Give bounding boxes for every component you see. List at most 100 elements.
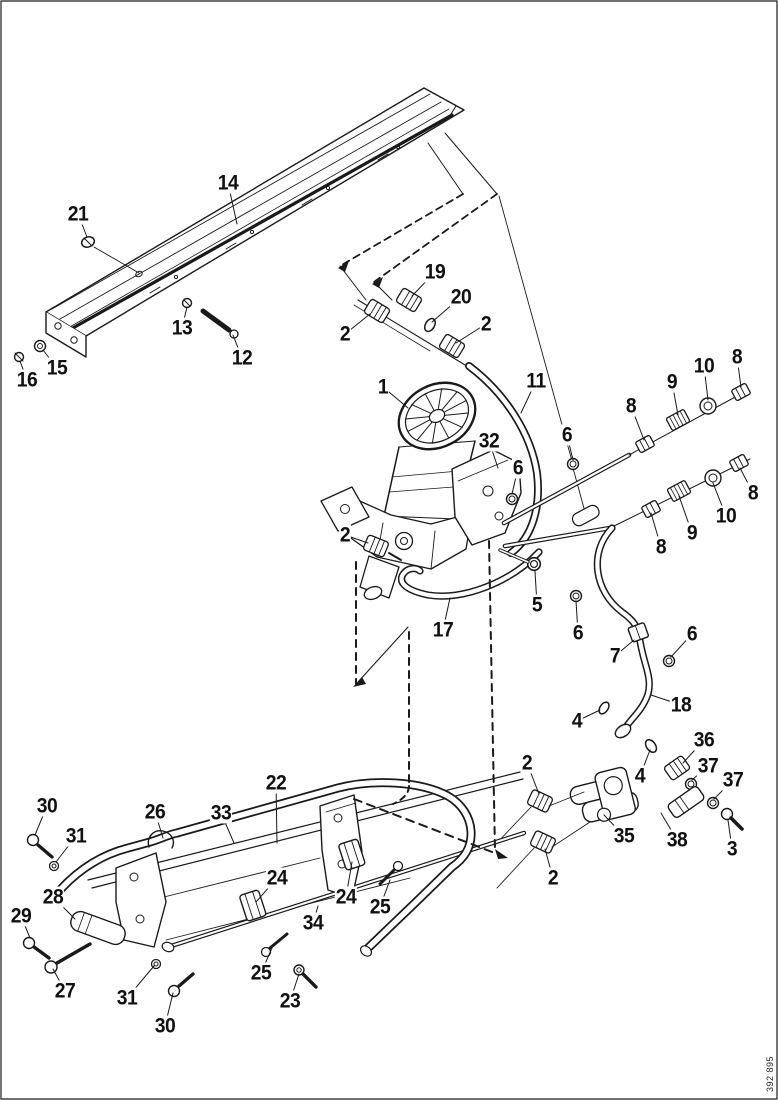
callout-27-47: 27: [53, 979, 77, 1003]
callout-33-42: 33: [209, 801, 233, 825]
callout-2-9: 2: [479, 312, 493, 336]
callout-13-2: 13: [170, 316, 194, 340]
callout-38-36: 38: [665, 828, 689, 852]
fitting-2-upper-right: [437, 332, 467, 360]
nut-37-b: [706, 796, 720, 810]
callout-29-46: 29: [9, 904, 33, 928]
callout-26-41: 26: [143, 800, 167, 824]
hose-11: [465, 362, 542, 557]
callout-2-6: 2: [338, 322, 352, 346]
callout-24-50: 24: [265, 866, 289, 890]
callout-8-22: 8: [746, 481, 760, 505]
callout-9-16: 9: [665, 370, 679, 394]
callout-30-49: 30: [153, 1014, 177, 1038]
callout-20-8: 20: [449, 285, 473, 309]
callout-28-45: 28: [41, 885, 65, 909]
washer-15: [33, 339, 47, 353]
callout-34-52: 34: [301, 911, 325, 935]
callout-23-55: 23: [278, 989, 302, 1013]
rod-12: [200, 308, 239, 339]
valve-block-assembly: [494, 754, 744, 889]
callout-3-37: 3: [725, 837, 739, 861]
callout-31-48: 31: [115, 986, 139, 1010]
callout-22-40: 22: [264, 771, 288, 795]
callout-10-17: 10: [692, 354, 716, 378]
callout-25-54: 25: [368, 895, 392, 919]
projection-lines: [353, 540, 508, 859]
plug-21: [80, 236, 140, 274]
callout-21-1: 21: [66, 202, 90, 226]
callout-24-51: 24: [334, 885, 358, 909]
callout-15-4: 15: [45, 356, 69, 380]
callout-25-53: 25: [249, 961, 273, 985]
elbow-38: [667, 785, 705, 819]
screw-25-a: [260, 932, 289, 958]
fuel-line-fittings-top: [353, 286, 471, 369]
washer-31-a: [48, 860, 60, 872]
ring-4-b: [644, 738, 658, 754]
callout-8-18: 8: [730, 345, 744, 369]
callout-2-39: 2: [546, 866, 560, 890]
callout-37-34: 37: [721, 768, 745, 792]
callout-32-12: 32: [477, 429, 501, 453]
callout-10-21: 10: [714, 504, 738, 528]
screw-25-b: [378, 860, 404, 886]
callout-5-25: 5: [530, 593, 544, 617]
sleeve-28: [70, 910, 126, 946]
clip-4-a: [598, 701, 610, 715]
callout-9-20: 9: [685, 521, 699, 545]
callout-2-38: 2: [520, 751, 534, 775]
callout-37-33: 37: [696, 754, 720, 778]
screw-16: [13, 351, 25, 363]
union-8-bottom-right: [728, 453, 750, 473]
bolt-30-b: [167, 972, 195, 998]
bolt-29: [22, 936, 51, 960]
nut-6-c: [569, 589, 583, 603]
bolt-3: [720, 807, 744, 831]
callout-35-35: 35: [612, 824, 636, 848]
callout-18-29: 18: [669, 693, 693, 717]
callout-4-31: 4: [633, 764, 647, 788]
callout-19-7: 19: [423, 260, 447, 284]
callout-31-44: 31: [64, 824, 88, 848]
tee-and-hose-18: [498, 524, 676, 754]
alignment-dashed-lines: [338, 132, 586, 513]
callout-30-43: 30: [35, 794, 59, 818]
bolt-30-a: [26, 833, 54, 859]
callout-1-10: 1: [376, 375, 390, 399]
valve-block-35: [569, 766, 639, 823]
bracket-26: [147, 830, 175, 849]
callout-4-30: 4: [570, 709, 584, 733]
left-plate: [115, 852, 167, 948]
callout-6-26: 6: [571, 621, 585, 645]
washer-31-b: [150, 958, 162, 970]
bolt-27: [44, 942, 92, 974]
callout-8-15: 8: [624, 394, 638, 418]
callout-14-0: 14: [216, 171, 240, 195]
filter-cap-spokes: [397, 381, 477, 451]
callout-7-27: 7: [608, 644, 622, 668]
clamp-24-b: [338, 838, 366, 871]
screw-13: [181, 297, 193, 309]
clamp-7: [627, 622, 649, 643]
callout-36-32: 36: [692, 728, 716, 752]
callout-12-3: 12: [230, 346, 254, 370]
rail-hardware: [13, 236, 239, 363]
frame-assembly: [22, 771, 527, 998]
mounting-rail-14: [45, 87, 465, 358]
nut-5: [526, 556, 542, 572]
callout-6-28: 6: [685, 622, 699, 646]
fitting-2-block-upper: [525, 788, 555, 814]
callout-2-23: 2: [338, 523, 352, 547]
nut-6-d: [662, 654, 676, 668]
fitting-19: [394, 286, 424, 314]
union-8-bottom-left: [640, 499, 662, 519]
fuel-lines-right: [501, 382, 752, 549]
hose-17: [397, 548, 543, 600]
fitting-2-upper-left: [362, 297, 392, 325]
callout-8-19: 8: [654, 535, 668, 559]
callout-16-5: 16: [15, 368, 39, 392]
callout-11-11: 11: [525, 369, 547, 393]
bolt-23: [293, 964, 318, 989]
